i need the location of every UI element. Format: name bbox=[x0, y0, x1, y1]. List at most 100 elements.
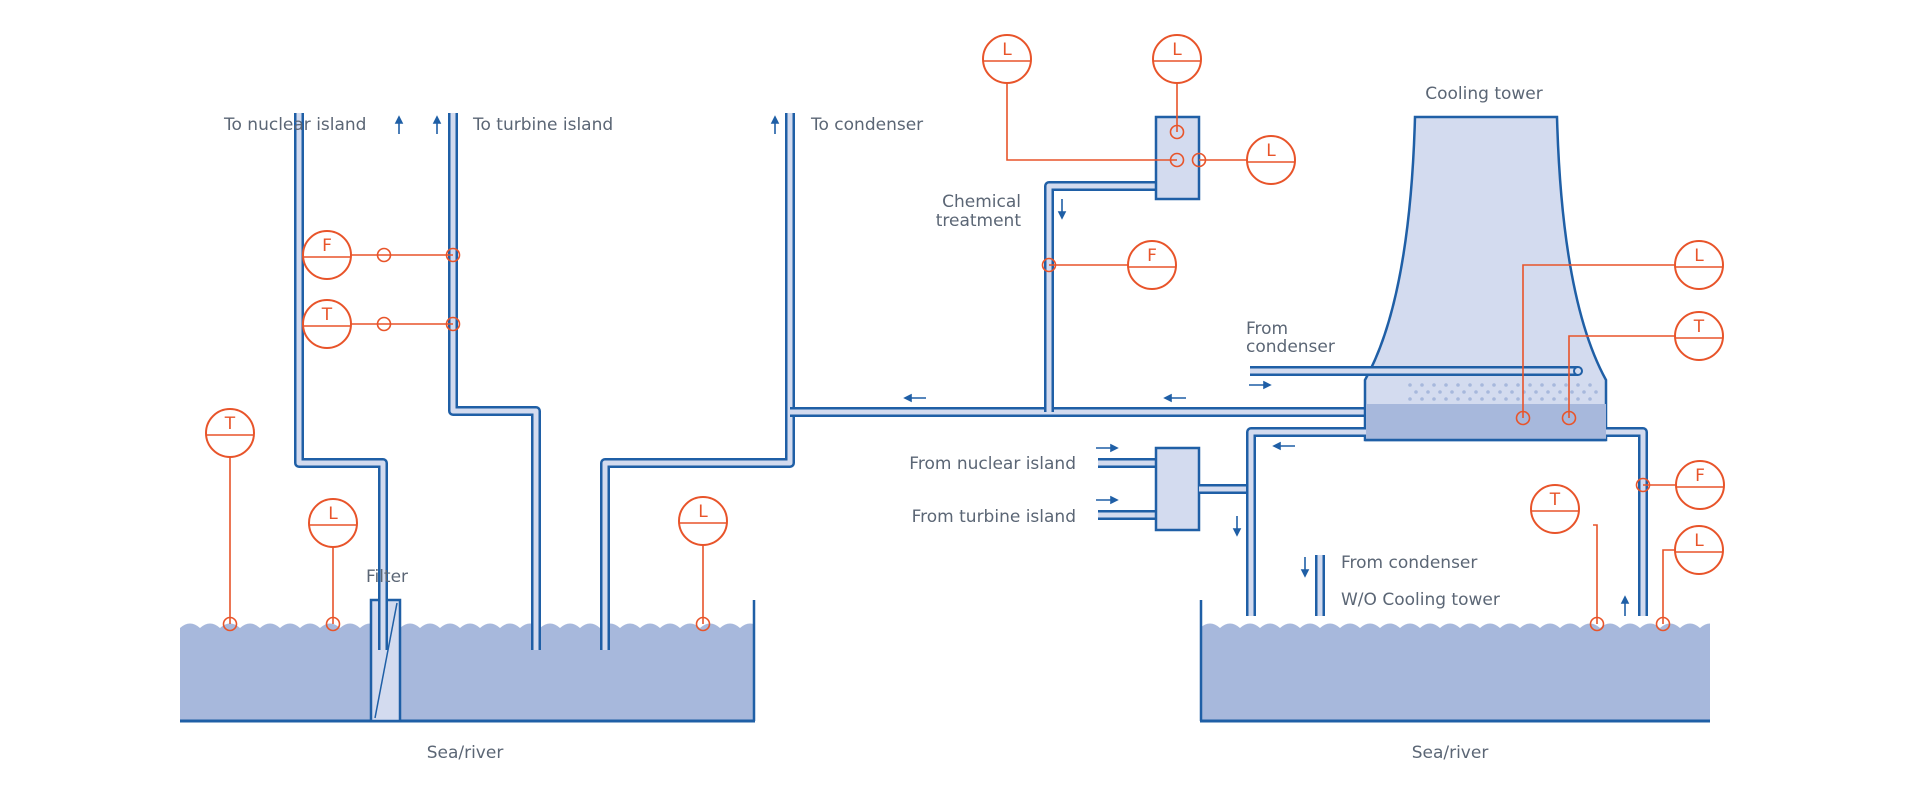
instrument-temperature-left: T bbox=[302, 299, 352, 349]
tower-droplet bbox=[1582, 390, 1586, 394]
arrow-right-from-condenser bbox=[1249, 380, 1272, 390]
instrument-level-filter: L bbox=[308, 498, 358, 548]
instrument-level-tower: L bbox=[1674, 240, 1724, 290]
arrow-right-turbine bbox=[1096, 495, 1119, 505]
svg-text:F: F bbox=[1147, 246, 1157, 266]
wave-crests bbox=[1200, 616, 1710, 628]
tower-droplet bbox=[1546, 390, 1550, 394]
label-from-condenser-wo: From condenser bbox=[1341, 553, 1477, 573]
label-from: From bbox=[1246, 319, 1288, 339]
instrument-taps bbox=[222, 124, 1671, 632]
instrument-level-chem-1: L bbox=[982, 34, 1032, 84]
tower-droplet bbox=[1504, 383, 1508, 387]
arrow-down-chemical bbox=[1057, 199, 1067, 220]
tower-droplet bbox=[1444, 383, 1448, 387]
tower-droplet bbox=[1444, 397, 1448, 401]
arrow-up-turbine bbox=[432, 115, 442, 134]
tower-droplet bbox=[1564, 397, 1568, 401]
pipe-mixing-to-tower bbox=[1199, 427, 1366, 630]
pipe-chemical-treatment bbox=[1044, 181, 1157, 412]
svg-text:L: L bbox=[698, 502, 708, 522]
pipe-to-turbine-island bbox=[448, 113, 541, 650]
tower-droplet bbox=[1462, 390, 1466, 394]
label-to-nuclear-island: To nuclear island bbox=[223, 115, 366, 135]
instrument-lines bbox=[229, 83, 1676, 624]
tower-droplet bbox=[1528, 383, 1532, 387]
tower-droplet bbox=[1576, 397, 1580, 401]
svg-text:T: T bbox=[1693, 317, 1705, 337]
tower-droplet bbox=[1492, 397, 1496, 401]
instrument-flow-return: F bbox=[1675, 460, 1725, 510]
tower-droplet bbox=[1450, 390, 1454, 394]
tower-droplet bbox=[1480, 383, 1484, 387]
left-basin bbox=[180, 600, 756, 723]
instrument-level-basin-right: L bbox=[1674, 525, 1724, 575]
tower-droplet bbox=[1438, 390, 1442, 394]
label-sea-river-left: Sea/river bbox=[427, 743, 504, 763]
arrow-left-tower-inlet bbox=[1272, 441, 1295, 451]
tower-droplet bbox=[1426, 390, 1430, 394]
label-condenser: condenser bbox=[1246, 337, 1335, 357]
mixing-box bbox=[1154, 446, 1201, 532]
tower-droplet bbox=[1540, 383, 1544, 387]
pipe-to-nuclear-island bbox=[294, 113, 388, 650]
tower-droplet bbox=[1468, 397, 1472, 401]
tower-droplet bbox=[1564, 383, 1568, 387]
arrow-left-header-1 bbox=[903, 393, 926, 403]
instrument-flow-chemical: F bbox=[1127, 240, 1177, 290]
tower-droplet bbox=[1534, 390, 1538, 394]
instrument-level-basin-left: L bbox=[678, 496, 728, 546]
tower-droplet bbox=[1570, 390, 1574, 394]
instrument-level-chem-2: L bbox=[1152, 34, 1202, 84]
tower-droplet bbox=[1432, 383, 1436, 387]
tower-droplet bbox=[1528, 397, 1532, 401]
label-from-nuclear-island: From nuclear island bbox=[909, 454, 1076, 474]
tower-droplet bbox=[1498, 390, 1502, 394]
tower-droplet bbox=[1456, 383, 1460, 387]
tower-droplet bbox=[1588, 397, 1592, 401]
label-to-turbine-island: To turbine island bbox=[472, 115, 613, 135]
pipe-to-condenser bbox=[600, 113, 795, 650]
cooling-tower bbox=[1363, 115, 1608, 442]
label-cooling-tower: Cooling tower bbox=[1425, 84, 1543, 104]
tower-droplet bbox=[1480, 397, 1484, 401]
tower-droplet bbox=[1576, 383, 1580, 387]
svg-text:T: T bbox=[224, 414, 236, 434]
tower-droplet bbox=[1468, 383, 1472, 387]
flow-arrows bbox=[394, 115, 1630, 616]
tower-droplet bbox=[1516, 397, 1520, 401]
tower-droplet bbox=[1420, 383, 1424, 387]
arrow-down-mixing bbox=[1232, 516, 1242, 537]
pipe-tower-return bbox=[1606, 427, 1648, 630]
instrument-flow-left: F bbox=[302, 230, 352, 280]
svg-text:L: L bbox=[328, 504, 338, 524]
label-to-condenser: To condenser bbox=[810, 115, 923, 135]
right-basin bbox=[1199, 600, 1710, 723]
tower-droplet bbox=[1558, 390, 1562, 394]
arrow-right-nuclear bbox=[1096, 443, 1119, 453]
tower-droplet bbox=[1456, 397, 1460, 401]
tower-droplet bbox=[1486, 390, 1490, 394]
svg-text:L: L bbox=[1694, 246, 1704, 266]
tower-droplet bbox=[1552, 383, 1556, 387]
tower-droplet bbox=[1516, 383, 1520, 387]
svg-text:L: L bbox=[1002, 40, 1012, 60]
svg-text:F: F bbox=[1695, 466, 1705, 486]
tower-droplet bbox=[1540, 397, 1544, 401]
tower-droplet bbox=[1420, 397, 1424, 401]
tower-droplet bbox=[1432, 397, 1436, 401]
arrow-up-return bbox=[1620, 595, 1630, 616]
label-treatment: treatment bbox=[936, 211, 1022, 231]
arrow-up-nuclear bbox=[394, 115, 404, 134]
tower-droplet bbox=[1510, 390, 1514, 394]
tower-droplet bbox=[1552, 397, 1556, 401]
label-filter: Filter bbox=[366, 567, 408, 587]
tower-droplet bbox=[1408, 383, 1412, 387]
tower-droplet bbox=[1504, 397, 1508, 401]
tower-droplet bbox=[1588, 383, 1592, 387]
svg-text:T: T bbox=[1549, 490, 1561, 510]
label-chemical: Chemical bbox=[942, 192, 1021, 212]
svg-text:T: T bbox=[321, 305, 333, 325]
tower-droplet bbox=[1492, 383, 1496, 387]
